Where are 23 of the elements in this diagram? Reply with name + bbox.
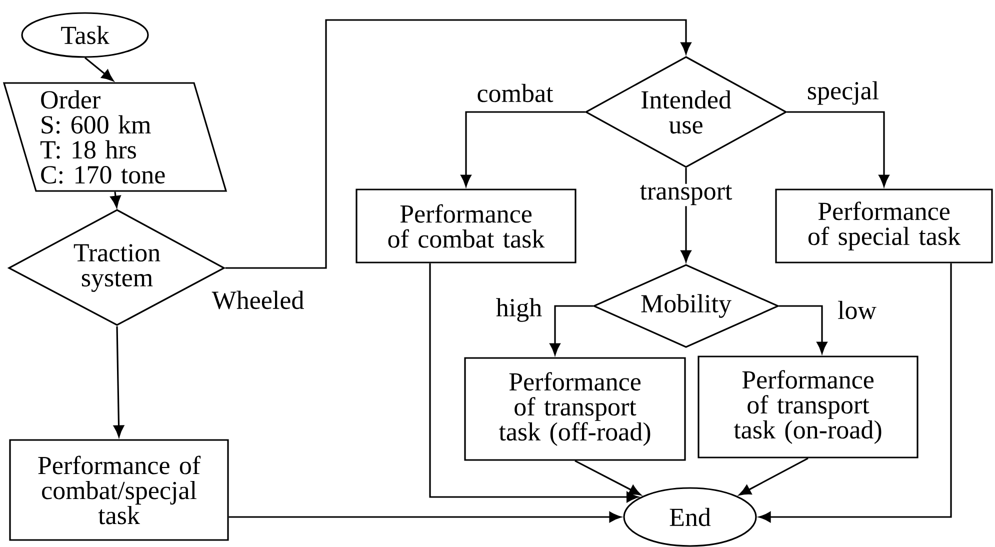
arrow [225,19,692,269]
arrow [550,305,594,356]
arrow [778,305,828,354]
edge-label: specjal [806,80,880,106]
process-box: Performance of combat task [356,188,576,264]
arrow [786,111,890,187]
process-box: Performance of transport task (on-road) [698,356,918,458]
arrow [110,192,121,208]
arrow [429,263,638,502]
edge-label: low [836,300,878,320]
arrow [758,263,952,522]
edge-label: high [494,297,544,323]
process-box: Performance of combat/specjal task [9,439,229,541]
process-box: Performance of special task [775,188,993,264]
arrow [84,57,114,82]
process-box: Performance of transport task (off-road) [464,357,686,461]
edge-label: combat [476,82,554,104]
arrow [574,460,641,496]
arrow [113,326,124,438]
arrow [739,458,808,496]
arrow [228,512,622,522]
arrow [460,111,586,187]
edge-label: transport [638,184,734,206]
